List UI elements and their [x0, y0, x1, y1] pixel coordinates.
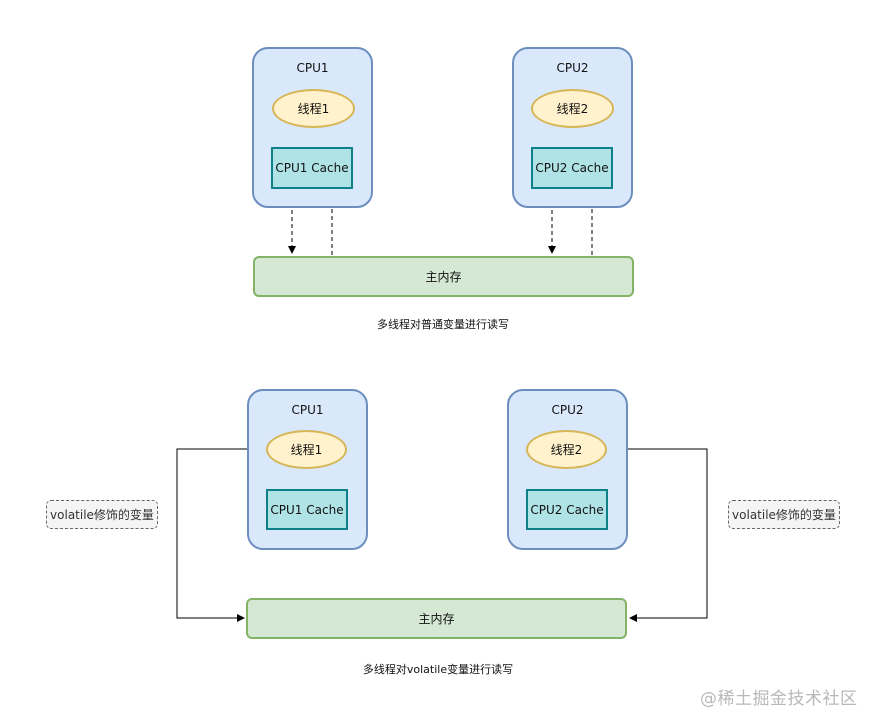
volatile-note-right: volatile修饰的变量: [728, 500, 840, 529]
cpu2-cache-top: CPU2 Cache: [531, 147, 613, 189]
cpu2-cache-bottom: CPU2 Cache: [526, 489, 608, 530]
thread2-ellipse-bottom: 线程2: [526, 430, 607, 469]
cpu1-title: CPU1: [291, 403, 324, 417]
cpu1-cache-bottom: CPU1 Cache: [266, 489, 348, 530]
main-memory-top: 主内存: [253, 256, 634, 297]
path-thread2-to-memory: [607, 448, 708, 622]
caption-bottom: 多线程对volatile变量进行读写: [362, 663, 514, 676]
thread2-ellipse-top: 线程2: [531, 89, 614, 128]
thread1-ellipse-bottom: 线程1: [266, 430, 347, 469]
cpu1-title: CPU1: [296, 61, 329, 75]
watermark: @稀土掘金技术社区: [700, 689, 858, 709]
main-memory-bottom: 主内存: [246, 598, 627, 639]
cpu2-title: CPU2: [551, 403, 584, 417]
thread1-ellipse-top: 线程1: [272, 89, 355, 128]
path-thread1-to-memory: [176, 448, 266, 622]
cpu2-title: CPU2: [556, 61, 589, 75]
volatile-note-left: volatile修饰的变量: [46, 500, 158, 529]
cpu1-cache-top: CPU1 Cache: [271, 147, 353, 189]
caption-top: 多线程对普通变量进行读写: [377, 318, 509, 331]
